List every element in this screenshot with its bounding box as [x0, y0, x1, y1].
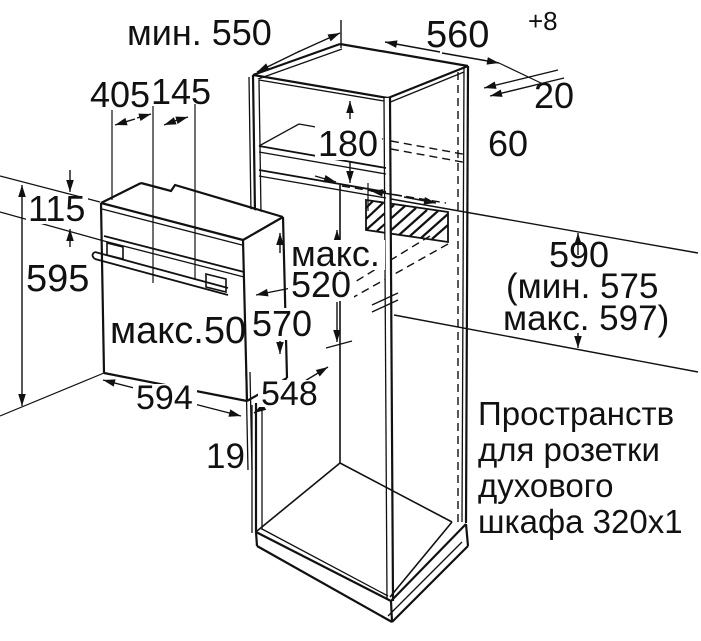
dim-label-594: 594 — [136, 379, 193, 417]
note-line-2: для розетки — [478, 431, 660, 468]
dim-label-548: 548 — [261, 375, 318, 413]
dimension-annotations — [0, 20, 699, 417]
dim-label-maks: макс. — [291, 233, 380, 274]
dim-label-maks-50: макс.50 — [110, 310, 246, 352]
dim-label-145: 145 — [151, 71, 211, 112]
ventilation-hatch — [365, 198, 449, 244]
dim-590 — [371, 198, 699, 373]
note-line-1: Пространств — [478, 395, 674, 432]
dim-405-145 — [111, 104, 196, 283]
oven-handle — [91, 241, 229, 296]
dim-label-180: 180 — [318, 123, 378, 164]
dim-label-60: 60 — [488, 123, 528, 164]
dim-520 — [255, 183, 437, 349]
dim-label-595: 595 — [26, 258, 89, 300]
dim-min-550 — [256, 20, 342, 73]
dim-label-590: 590 — [549, 234, 609, 275]
note-line-4: шкафа 320x1 — [478, 503, 683, 540]
dim-595 — [0, 185, 105, 417]
dim-20 — [483, 69, 565, 97]
label-backgrounds — [26, 122, 385, 411]
note-line-3: духового — [478, 467, 613, 504]
dim-label-19: 19 — [206, 437, 245, 476]
dim-label-560: 560 — [426, 14, 489, 56]
dim-label-min-550: мин. 550 — [127, 12, 272, 53]
cabinet-shelf — [258, 123, 387, 199]
dim-label-570: 570 — [252, 303, 312, 344]
dim-label-590-max: макс. 597) — [503, 299, 669, 338]
dim-label-405: 405 — [90, 74, 150, 115]
dim-label-115: 115 — [28, 188, 85, 229]
dim-label-590-min: (мин. 575 — [506, 267, 658, 306]
dim-560 — [384, 40, 544, 85]
dim-label-20: 20 — [534, 75, 574, 116]
dim-label-560-tolerance: +8 — [528, 6, 558, 36]
cabinet — [248, 42, 470, 623]
dim-label-520: 520 — [291, 264, 351, 305]
dim-180 — [314, 101, 354, 183]
